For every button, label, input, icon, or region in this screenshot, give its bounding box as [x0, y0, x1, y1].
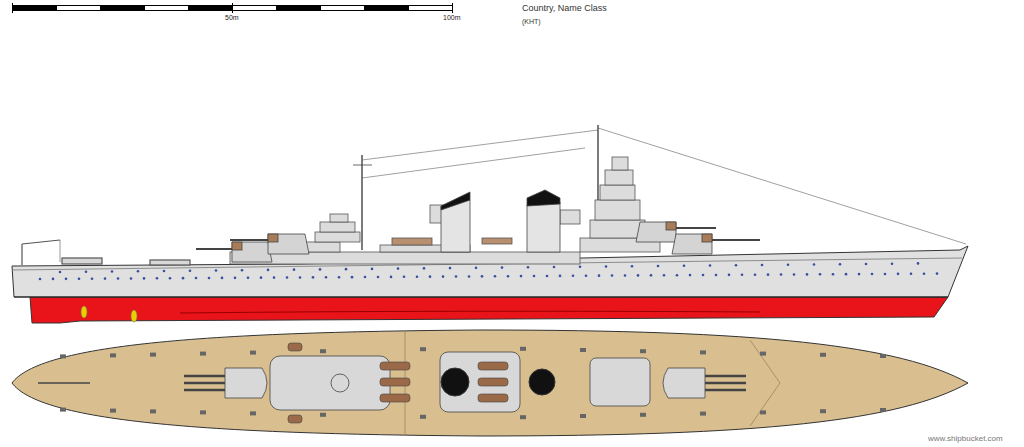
deck-plan [12, 330, 968, 436]
author-label: (KHT) [522, 18, 541, 26]
scale-bar [13, 3, 453, 13]
scale-label: 50m [225, 14, 239, 22]
funnel-top [441, 368, 555, 396]
watermark: www.shipbucket.com [928, 435, 1003, 444]
hull [12, 246, 968, 297]
drawing-title: Country, Name Class [522, 4, 607, 14]
deck-fittings [38, 352, 746, 412]
boat [288, 343, 508, 423]
hull-underwater [30, 297, 948, 323]
superstructure [230, 157, 660, 264]
gun-turret [196, 222, 760, 262]
funnel [441, 190, 560, 252]
scale-label: 100m [443, 14, 461, 22]
